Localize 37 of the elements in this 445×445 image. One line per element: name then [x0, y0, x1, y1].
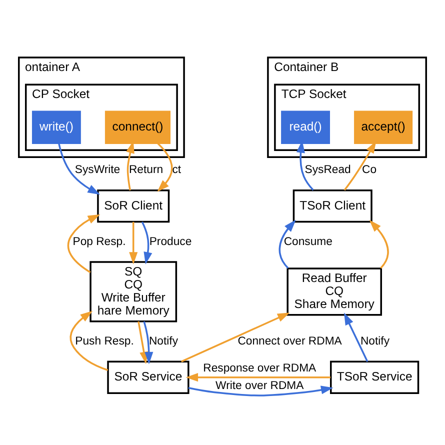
arrow	[58, 142, 100, 194]
arrow	[70, 310, 108, 370]
arrow	[344, 312, 368, 362]
arrow	[278, 219, 296, 268]
arrow	[181, 312, 290, 362]
node-box: connect()	[104, 110, 170, 144]
arrow	[141, 221, 152, 264]
arrow	[188, 385, 334, 396]
edge-label: Pop Resp.	[72, 235, 126, 248]
edge-label: Notify	[360, 334, 390, 347]
node-box: write()	[32, 110, 81, 144]
edge-label: Write over RDMA	[216, 380, 304, 392]
edge-label: SysWrite	[74, 164, 120, 176]
node-box: SQ CQ Write Buffer hare Memory	[90, 260, 178, 322]
node-box: TSoR Service	[330, 360, 420, 394]
edge-label: Notify	[148, 334, 178, 347]
node-box: read()	[281, 110, 330, 144]
node-box: TSoR Client	[292, 188, 372, 222]
edge-label: SysRead	[304, 164, 351, 176]
edge-label: Connect over RDMA	[238, 334, 342, 347]
edge-label: Response over RDMA	[203, 362, 316, 374]
edge-label: Co	[362, 164, 377, 176]
arrow	[186, 372, 330, 382]
node-box: SoR Client	[97, 188, 170, 222]
edge-label: Return	[128, 164, 164, 176]
arrow	[369, 219, 389, 268]
edge-label: ct	[172, 164, 182, 176]
arrow	[143, 320, 154, 364]
node-box: SoR Service	[107, 360, 190, 394]
node-box: Read Buffer CQ Share Memory	[286, 267, 382, 316]
edge-label: Push Resp.	[75, 334, 134, 347]
arrow	[157, 142, 173, 192]
arrow	[129, 221, 138, 264]
edge-label: Consume	[284, 235, 332, 248]
node-box: accept()	[354, 110, 413, 144]
arrow	[67, 214, 100, 273]
edge-label: Produce	[149, 235, 192, 248]
